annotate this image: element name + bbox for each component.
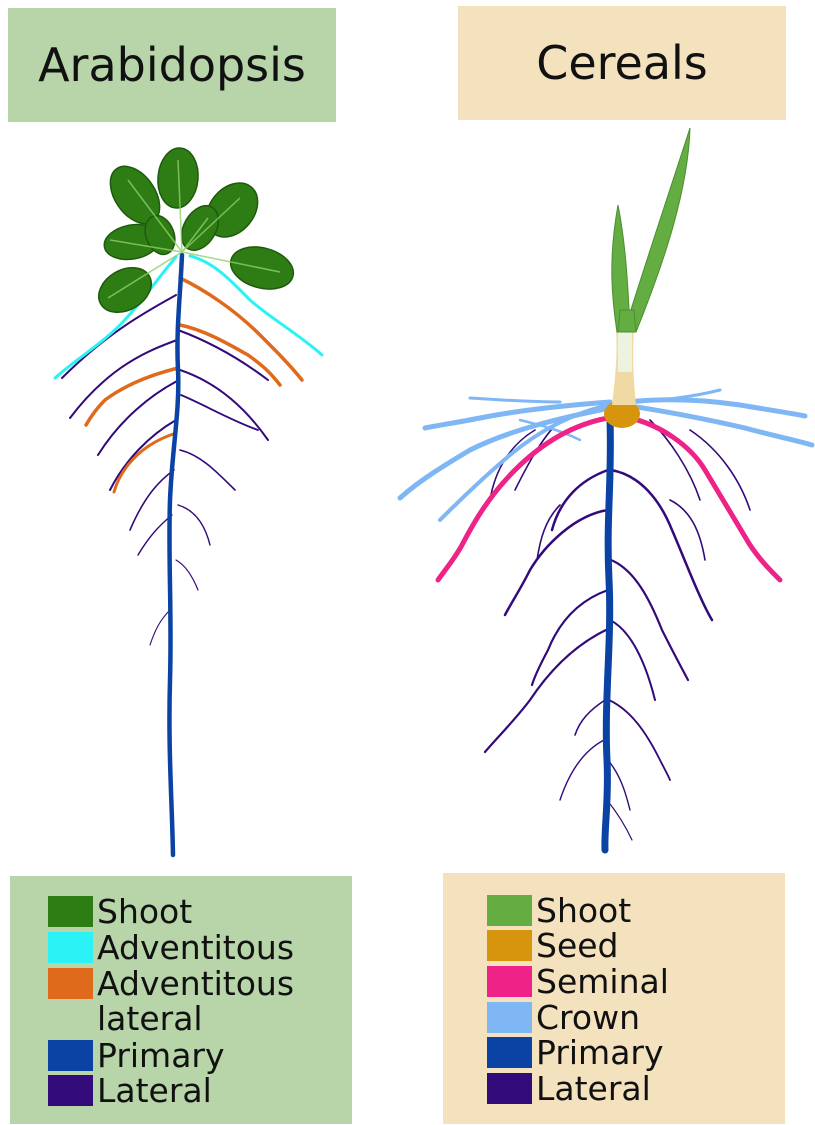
arabidopsis-shoot <box>91 146 298 321</box>
legend-item-seminal: Seminal <box>487 966 669 999</box>
legend-label: Adventitous lateral <box>97 966 294 1036</box>
legend-label: Seed <box>536 928 619 963</box>
cereal-shoot <box>612 128 690 332</box>
legend-swatch <box>48 1040 93 1071</box>
legend-label: Primary <box>536 1035 664 1070</box>
legend-item-lateral: Lateral <box>48 1075 212 1108</box>
legend-item-seed: Seed <box>487 930 619 963</box>
legend-swatch <box>487 1037 532 1068</box>
legend-label: Primary <box>97 1038 225 1073</box>
legend-item-primary: Primary <box>487 1037 664 1070</box>
legend-item-adventitous: Adventitous <box>48 932 294 965</box>
legend-label: Crown <box>536 1000 640 1035</box>
arabidopsis-plant <box>55 146 322 855</box>
legend-swatch <box>487 1002 532 1033</box>
legend-label: Shoot <box>97 894 192 929</box>
legend-swatch <box>487 1073 532 1104</box>
legend-label: Adventitous <box>97 930 294 965</box>
legend-label: Lateral <box>97 1073 212 1108</box>
cereal-primary-root <box>605 420 611 850</box>
legend-label: Shoot <box>536 893 631 928</box>
cereal-plant <box>400 128 812 850</box>
legend-item-primary: Primary <box>48 1040 225 1073</box>
legend-item-adventitous: Adventitous lateral <box>48 968 294 1036</box>
cereal-stem-highlight <box>618 330 632 372</box>
legend-swatch <box>487 895 532 926</box>
legend-swatch <box>48 932 93 963</box>
legend-swatch <box>48 1075 93 1106</box>
legend-swatch <box>48 896 93 927</box>
legend-label: Lateral <box>536 1071 651 1106</box>
legend-item-crown: Crown <box>487 1002 640 1035</box>
arabidopsis-primary-root <box>169 255 182 855</box>
legend-swatch <box>48 968 93 999</box>
legend-swatch <box>487 966 532 997</box>
legend-item-lateral: Lateral <box>487 1073 651 1106</box>
legend-item-shoot: Shoot <box>487 895 631 928</box>
legend-item-shoot: Shoot <box>48 896 192 929</box>
legend-swatch <box>487 930 532 961</box>
legend-label: Seminal <box>536 964 669 999</box>
